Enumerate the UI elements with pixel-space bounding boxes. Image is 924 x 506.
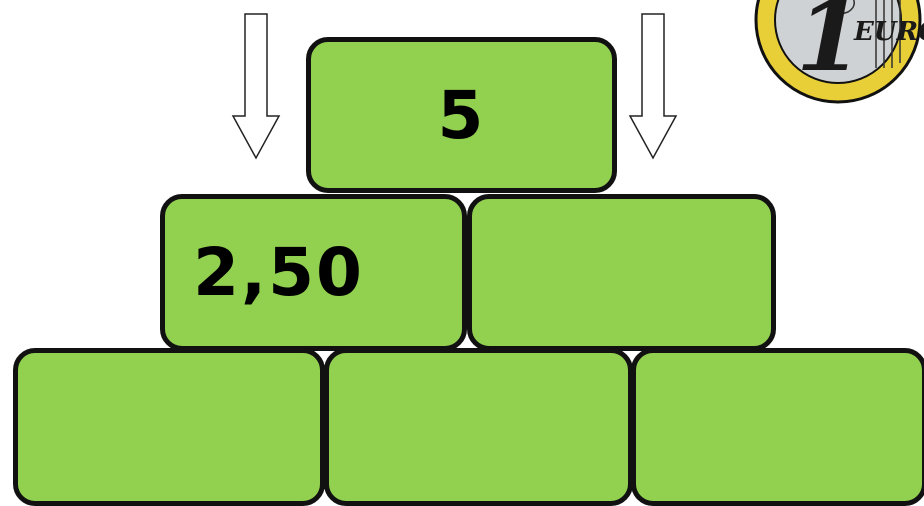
pyramid-brick-middle-right[interactable] — [467, 194, 776, 351]
pyramid-brick-top[interactable]: 5 — [306, 37, 617, 193]
pyramid-brick-bottom-right[interactable] — [631, 348, 924, 506]
pyramid-brick-middle-left[interactable]: 2,50 — [160, 194, 467, 351]
pyramid-brick-bottom-center[interactable] — [324, 348, 633, 506]
coin-denomination: 1 — [796, 0, 863, 93]
pyramid-brick-bottom-left[interactable] — [13, 348, 325, 506]
down-arrow-left-icon — [231, 13, 281, 160]
down-arrow-right-icon — [628, 13, 678, 160]
euro-coin-icon: 1 EURO — [754, 0, 924, 104]
coin-label: EURO — [853, 17, 924, 47]
